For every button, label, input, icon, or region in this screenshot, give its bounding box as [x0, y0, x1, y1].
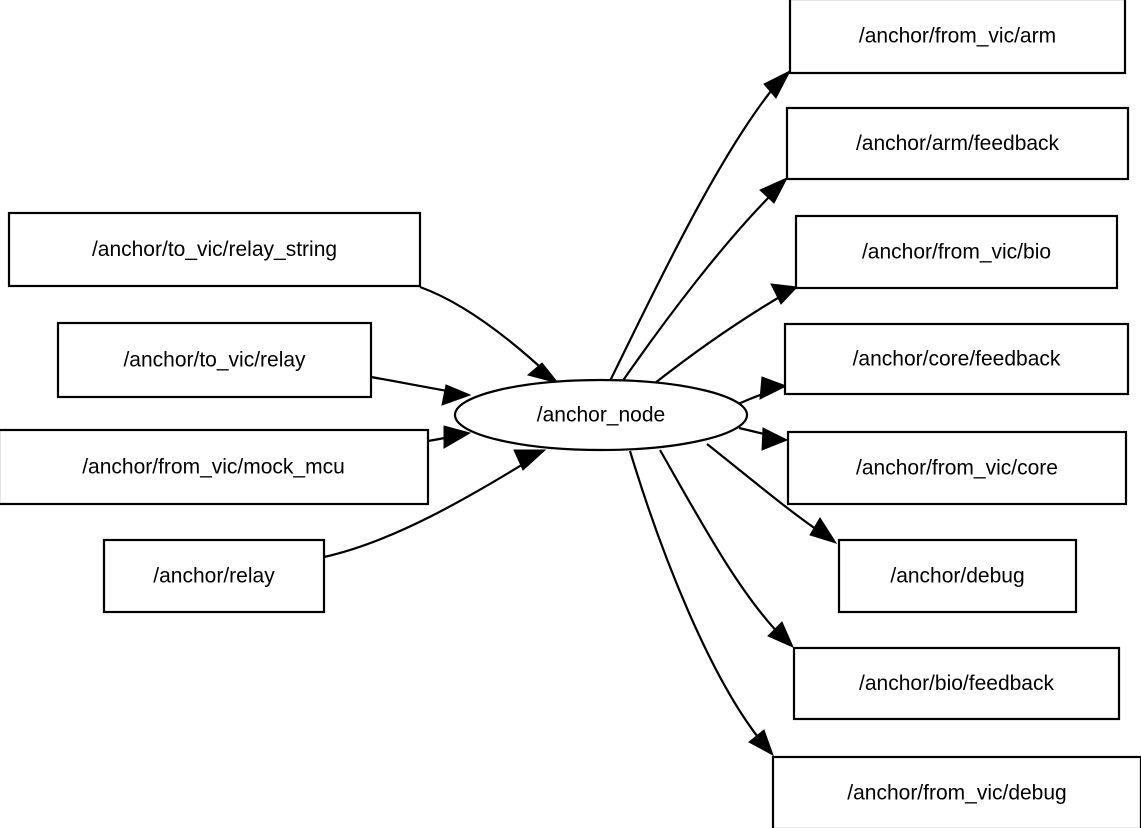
edge-anchor_node-to-from_vic_arm: [609, 69, 792, 382]
arrowhead-icon: [763, 69, 792, 99]
edge-anchor_node-to-debug: [706, 443, 838, 544]
center-node-anchor_node[interactable]: /anchor_node: [453, 378, 749, 452]
topic-label: /anchor/from_vic/core: [856, 457, 1058, 480]
arrowhead-icon: [748, 729, 774, 757]
topic-node-core_feedback[interactable]: /anchor/core/feedback: [783, 322, 1130, 396]
subscriber-topic-box[interactable]: [783, 322, 1130, 396]
arrowhead-icon: [441, 384, 472, 406]
edge-to_vic_relay_string-to-anchor_node: [419, 285, 560, 384]
arrowhead-icon: [759, 176, 789, 204]
edge-line: [706, 443, 827, 537]
topic-node-debug[interactable]: /anchor/debug: [837, 538, 1078, 614]
topic-label: /anchor/relay: [153, 565, 275, 588]
edge-line: [659, 449, 785, 640]
topic-node-from_vic_arm[interactable]: /anchor/from_vic/arm: [788, 0, 1127, 75]
edge-anchor_node-to-from_vic_debug: [628, 450, 774, 757]
edge-line: [609, 79, 781, 382]
edges-layer: [323, 69, 838, 757]
topic-label: /anchor/from_vic/bio: [862, 241, 1051, 264]
arrowhead-icon: [526, 362, 560, 384]
topic-node-to_vic_relay_string[interactable]: /anchor/to_vic/relay_string: [7, 211, 422, 288]
subscriber-topic-box[interactable]: [771, 755, 1141, 828]
topic-node-bio_feedback[interactable]: /anchor/bio/feedback: [792, 646, 1121, 721]
arrowhead-icon: [759, 376, 788, 400]
edge-anchor_node-to-from_vic_core: [738, 426, 789, 451]
arrowhead-icon: [770, 283, 799, 305]
arrowhead-icon: [443, 425, 472, 449]
topic-node-from_vic_debug[interactable]: /anchor/from_vic/debug: [771, 755, 1141, 828]
edge-line: [419, 285, 552, 378]
topic-label: /anchor/from_vic/debug: [847, 782, 1066, 805]
subscriber-topic-box[interactable]: [788, 0, 1127, 75]
node-ellipse[interactable]: [453, 378, 749, 452]
edge-anchor_node-to-bio_feedback: [659, 449, 794, 648]
edge-relay-to-anchor_node: [323, 449, 547, 559]
topic-node-to_vic_relay[interactable]: /anchor/to_vic/relay: [56, 321, 373, 399]
topic-label: /anchor/debug: [890, 565, 1024, 588]
arrowhead-icon: [761, 427, 789, 451]
subscriber-topic-box[interactable]: [794, 214, 1119, 290]
edge-line: [323, 456, 536, 559]
edge-anchor_node-to-core_feedback: [737, 376, 788, 406]
edge-to_vic_relay-to-anchor_node: [370, 375, 472, 406]
arrowhead-icon: [809, 517, 838, 544]
center-node-label: /anchor_node: [537, 404, 665, 427]
edge-from_vic_mock_mcu-to-anchor_node: [427, 425, 472, 449]
publisher-topic-box[interactable]: [0, 428, 430, 506]
subscriber-topic-box[interactable]: [792, 646, 1121, 721]
topic-node-relay[interactable]: /anchor/relay: [102, 538, 326, 614]
topic-label: /anchor/to_vic/relay: [123, 349, 306, 372]
topic-label: /anchor/from_vic/mock_mcu: [82, 456, 345, 479]
arrowhead-icon: [513, 449, 547, 471]
topic-node-from_vic_mock_mcu[interactable]: /anchor/from_vic/mock_mcu: [0, 428, 430, 506]
topic-label: /anchor/arm/feedback: [856, 132, 1060, 155]
topic-label: /anchor/bio/feedback: [859, 672, 1054, 695]
edge-line: [628, 450, 766, 747]
edge-line: [644, 291, 789, 392]
publisher-topic-box[interactable]: [7, 211, 422, 288]
edge-anchor_node-to-from_vic_bio: [644, 283, 799, 392]
topic-node-arm_feedback[interactable]: /anchor/arm/feedback: [785, 106, 1130, 181]
publisher-topic-box[interactable]: [102, 538, 326, 614]
subscriber-topic-box[interactable]: [837, 538, 1078, 614]
edge-anchor_node-to-arm_feedback: [621, 176, 789, 383]
topic-node-from_vic_core[interactable]: /anchor/from_vic/core: [786, 430, 1128, 506]
topic-label: /anchor/from_vic/arm: [859, 25, 1056, 48]
arrowhead-icon: [767, 621, 794, 648]
subscriber-topic-box[interactable]: [786, 430, 1128, 506]
subscriber-topic-box[interactable]: [785, 106, 1130, 181]
publisher-topic-box[interactable]: [56, 321, 373, 399]
topic-label: /anchor/core/feedback: [853, 348, 1061, 371]
edge-line: [621, 186, 780, 383]
topic-node-from_vic_bio[interactable]: /anchor/from_vic/bio: [794, 214, 1119, 290]
topic-label: /anchor/to_vic/relay_string: [92, 238, 337, 261]
